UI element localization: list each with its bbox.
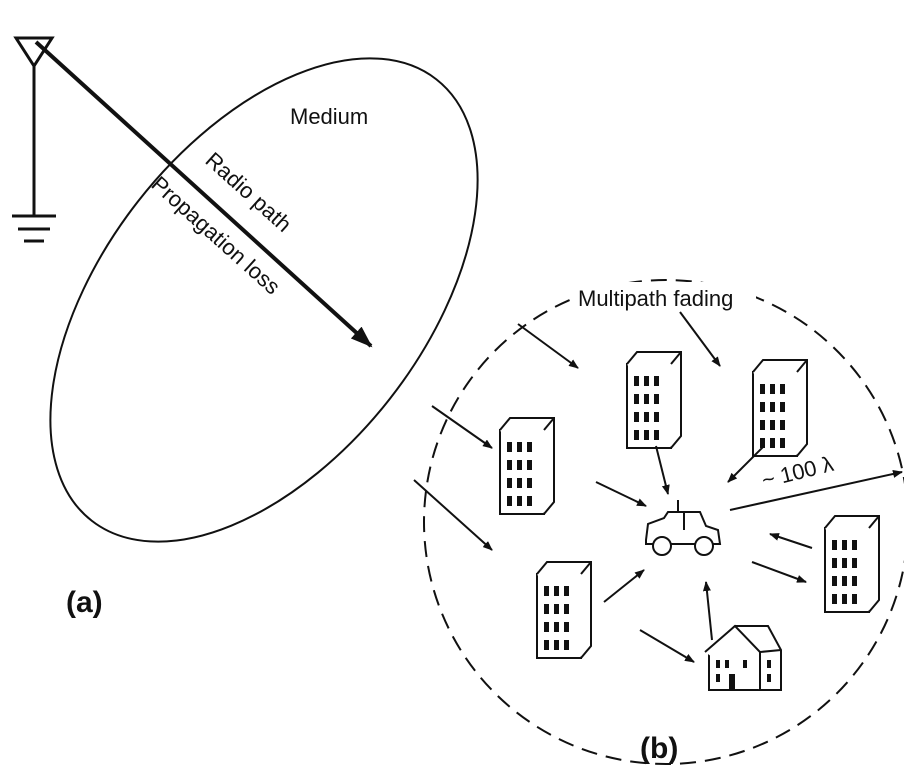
multipath-fading-label: Multipath fading xyxy=(578,286,733,311)
radius-label: ~ 100 λ xyxy=(759,451,836,493)
car-icon xyxy=(645,500,722,556)
multipath-arrows xyxy=(413,311,813,663)
radius-arrow xyxy=(729,470,903,511)
medium-label: Medium xyxy=(290,104,368,129)
building-icon xyxy=(752,359,808,457)
building-icon xyxy=(499,417,555,515)
building-icon xyxy=(536,561,592,659)
multipath-boundary xyxy=(423,279,904,765)
label-backdrop xyxy=(574,282,756,312)
house-icon xyxy=(704,624,782,691)
building-icon xyxy=(626,351,682,449)
building-icon xyxy=(824,515,880,613)
radio-path-arrow xyxy=(34,40,373,348)
panel-a-caption: (a) xyxy=(66,586,103,619)
medium-ellipse xyxy=(49,57,479,543)
panel-b-caption: (b) xyxy=(640,732,678,765)
antenna xyxy=(12,36,56,243)
